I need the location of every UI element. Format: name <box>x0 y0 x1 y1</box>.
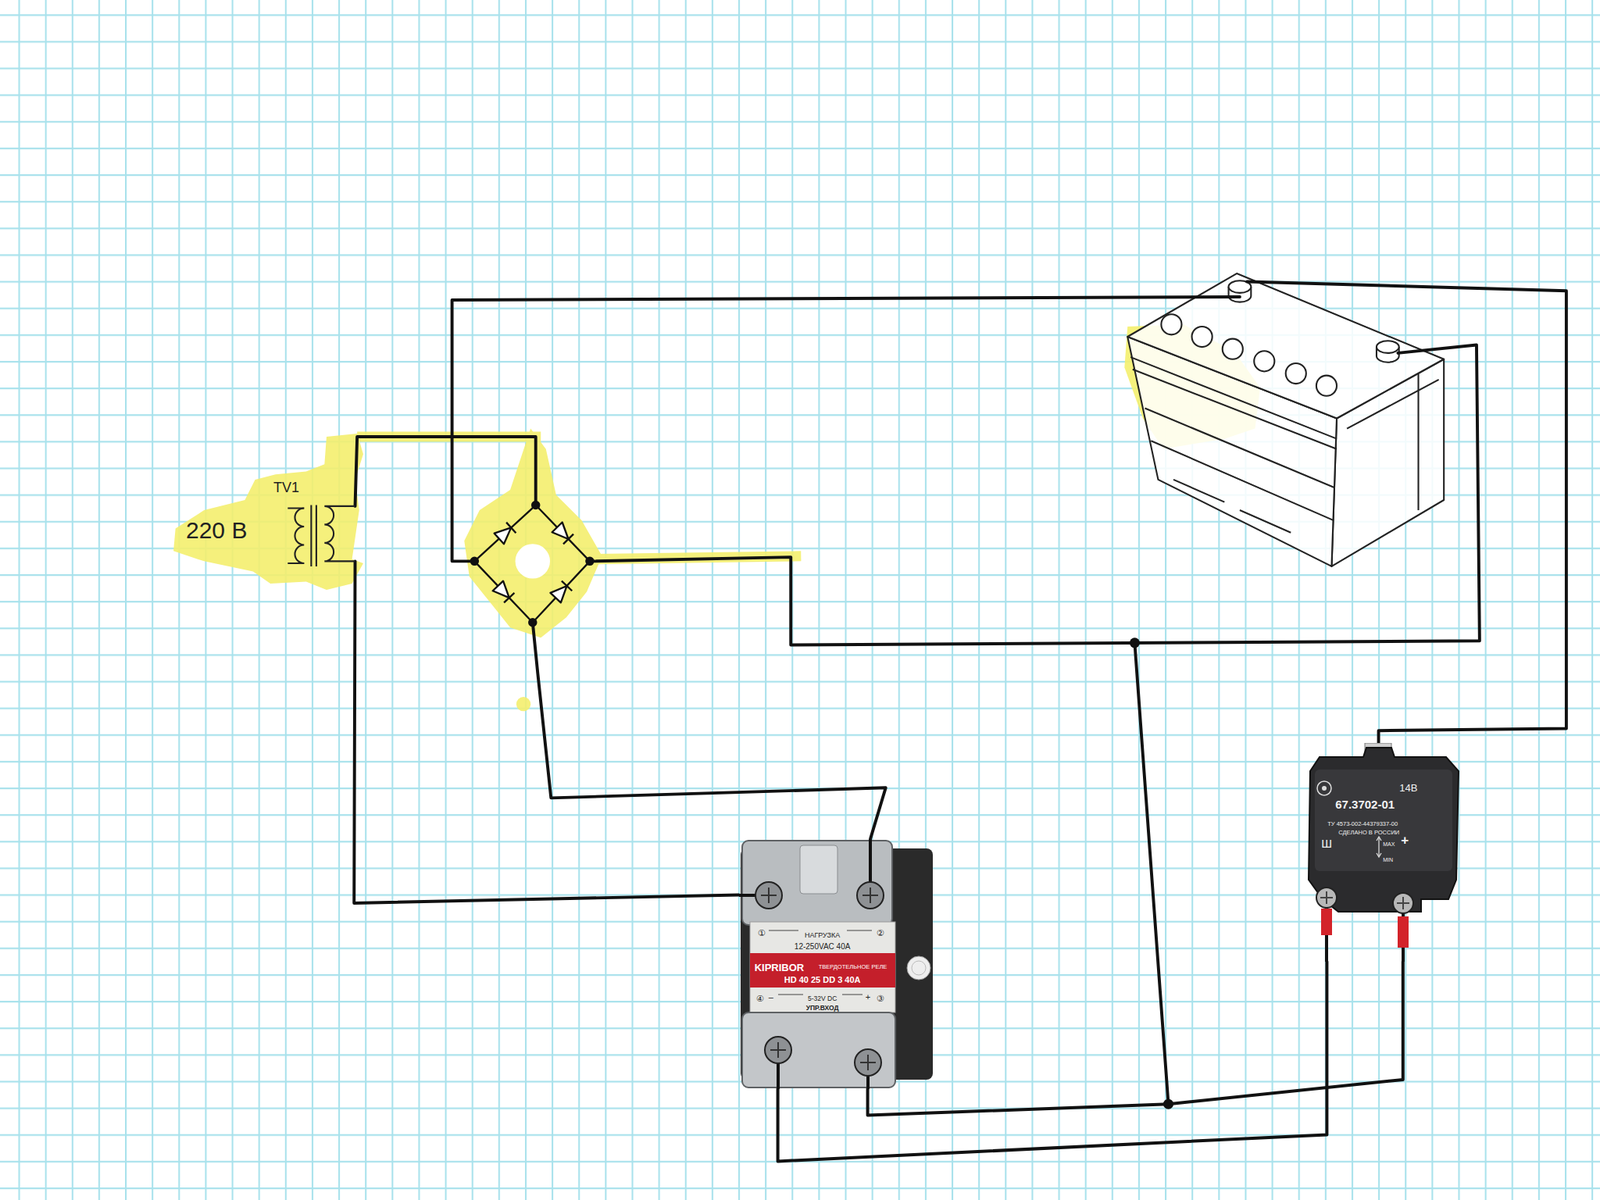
node-text: MIN <box>1382 857 1393 863</box>
text-anchor: 67.3702-01 <box>1335 797 1395 812</box>
voltage-regulator: 14В 67.3702-01 ТУ 4573-002-44379337-00СДЕЛ… <box>1303 742 1461 962</box>
junction-dot <box>1129 637 1174 1109</box>
node-text: ① <box>757 928 766 938</box>
text-anchor: ③ <box>876 990 885 1005</box>
text-anchor: TV1 <box>273 480 300 496</box>
node-text: СДЕЛАНО В РОССИИ <box>1338 829 1400 836</box>
text-anchor: 220 В <box>185 518 247 543</box>
battery-drawing <box>1127 273 1444 567</box>
text-anchor: ТУ 4573-002-44379337-00 <box>1327 814 1398 829</box>
diode-bridge-symbol <box>471 501 594 626</box>
transformer-symbol <box>287 505 355 567</box>
regulator-body <box>1303 742 1461 962</box>
node-text: HD 40 25 DD 3 40A <box>784 975 861 985</box>
text-anchor: KIPRIBOR <box>754 960 805 975</box>
node-text: ТВЕРДОТЕЛЬНОЕ РЕЛЕ <box>818 964 888 971</box>
node-text: MAX <box>1382 841 1395 847</box>
node-text: ТУ 4573-002-44379337-00 <box>1327 821 1398 828</box>
text-anchor: 5-32V DC <box>705 989 940 1004</box>
text-anchor: – <box>768 989 774 1004</box>
text-anchor: 14В <box>1399 780 1418 795</box>
node-text: ④ <box>756 994 765 1004</box>
wire-connector <box>867 961 1404 1116</box>
node-text: 5-32V DC <box>807 995 837 1003</box>
node-text: НАГРУЗКА <box>804 932 840 940</box>
text-anchor: MAX <box>1382 835 1395 850</box>
node-text: + <box>1400 833 1409 847</box>
node-text: УПР.ВХОД <box>806 1004 840 1012</box>
node-text: + <box>865 992 871 1002</box>
text-anchor: Ш <box>1321 836 1333 851</box>
node-text: 14В <box>1399 782 1418 793</box>
text-anchor: + <box>1400 833 1409 848</box>
text-anchor: ② <box>876 925 885 940</box>
node-text: Ш <box>1321 837 1333 850</box>
text-anchor: + <box>865 989 871 1004</box>
node-text: 12-250VAC 40A <box>794 942 851 951</box>
node-text: ② <box>876 928 885 938</box>
component-designator: TV1 <box>273 480 300 495</box>
node-text: ③ <box>876 994 885 1004</box>
text-anchor: HD 40 25 DD 3 40A <box>705 971 940 986</box>
node-text: 67.3702-01 <box>1335 798 1395 811</box>
text-anchor: 12-250VAC 40A <box>705 938 940 953</box>
node-text: KIPRIBOR <box>754 962 805 973</box>
text-anchor: ① <box>757 925 766 940</box>
highlight-gap <box>515 543 550 579</box>
highlight <box>173 324 1261 711</box>
text-anchor: ТВЕРДОТЕЛЬНОЕ РЕЛЕ <box>818 957 888 972</box>
wires <box>353 281 1567 1104</box>
text-anchor: MIN <box>1382 850 1393 865</box>
node-text: – <box>768 992 774 1002</box>
text-anchor: ④ <box>756 990 765 1005</box>
voltage-label: 220 В <box>185 518 247 543</box>
solid-state-relay: ① НАГРУЗКА ② 12-250VAC 40A KIPRIBOR ТВЕРДОТЕЛ… <box>739 839 935 1090</box>
text-anchor: НАГРУЗКА <box>705 926 940 941</box>
